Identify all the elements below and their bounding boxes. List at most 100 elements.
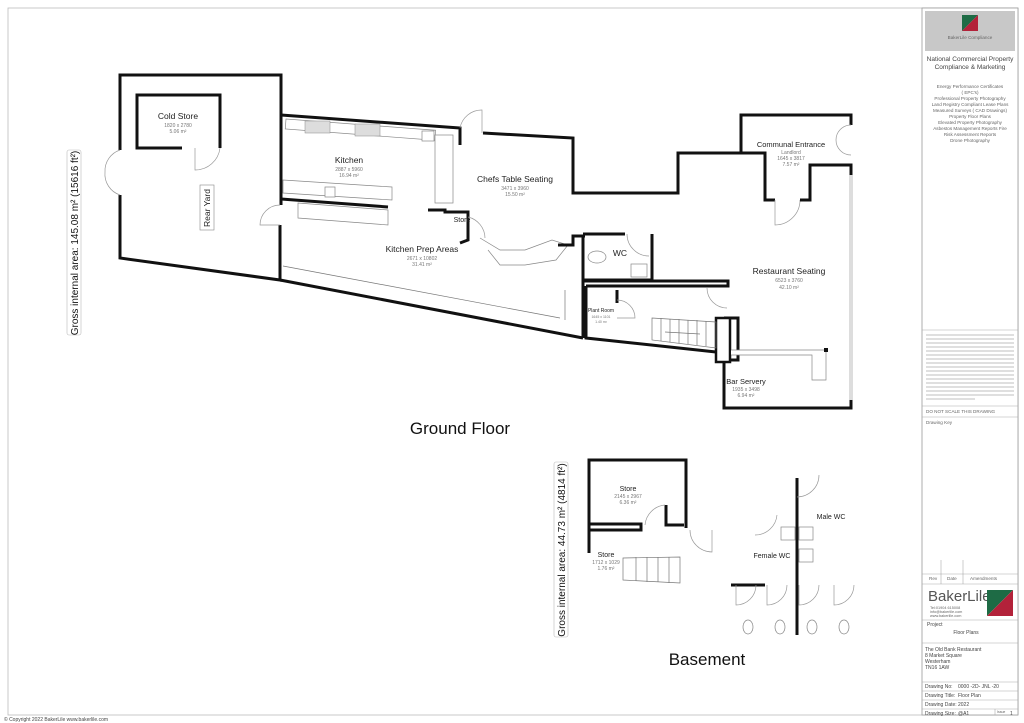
wall: [581, 279, 730, 338]
gross-area-box: [66, 149, 82, 336]
door-swing: [774, 199, 801, 226]
drawing-no: 0000 -2D- JNL -20: [958, 684, 999, 690]
sink-icon: [421, 130, 435, 142]
room-dims: 1645 x 3817: [777, 156, 805, 162]
basin-icon: [798, 548, 814, 563]
drawing-size-label: Drawing Size:: [925, 711, 956, 717]
room-name: Rear Yard: [202, 189, 212, 227]
service-item: Risk Assessment Reports: [944, 132, 997, 137]
room-name: Restaurant Seating: [753, 266, 826, 276]
logo-caption: BakerLile Compliance: [948, 35, 993, 40]
room-area: 6.36 m²: [620, 500, 637, 506]
wall: [584, 286, 717, 354]
floor-title: Ground Floor: [410, 419, 510, 438]
wall: [280, 113, 462, 145]
service-item: Land Registry Compliant Lease Plans: [932, 102, 1010, 107]
basin-icon: [798, 526, 814, 541]
project-value: Floor Plans: [953, 630, 979, 636]
room-name: WC: [613, 248, 627, 258]
room-name: Kitchen: [335, 155, 364, 165]
contact-phone: Tel:01904 615008: [930, 606, 960, 610]
drawing-title: Floor Plan: [958, 693, 981, 699]
address-line: TN16 1AW: [925, 665, 950, 671]
basin-icon: [630, 263, 648, 278]
door-swing: [689, 529, 713, 553]
hob-icon: [354, 123, 381, 137]
column: [714, 316, 732, 364]
door-swing: [644, 504, 666, 526]
kitchen-counter: [297, 202, 389, 226]
sink-icon: [324, 186, 336, 198]
room-name: Chefs Table Seating: [477, 174, 553, 184]
drawing-date-label: Drawing Date:: [925, 702, 957, 708]
gross-area: Gross internal area: 145.08 m² (15616 ft…: [70, 151, 81, 336]
service-item: Drone Photography: [950, 138, 991, 143]
bar-counter: [479, 237, 569, 266]
wall: [587, 458, 688, 553]
floor-title: Basement: [669, 650, 746, 669]
room-note: Landlord: [781, 150, 801, 156]
wall: [118, 73, 283, 205]
door-swing: [459, 109, 483, 133]
drawing-size: @A1: [958, 711, 969, 717]
contact-email: info@bakerlile.com: [930, 610, 962, 614]
door-swing: [754, 514, 778, 536]
service-item: Professional Property Photography: [934, 96, 1006, 101]
toilet-icon: [774, 619, 786, 635]
wall: [482, 131, 775, 202]
rear-yard-label-box: [199, 184, 215, 231]
wall: [279, 278, 584, 340]
service-item: Measured Surveys ( CAD Drawings): [933, 108, 1008, 113]
room-name: Female WC: [754, 553, 791, 560]
cold-store-wall: [135, 93, 222, 150]
rev-header: Rev: [929, 576, 938, 581]
bakerlile-logo-icon: [962, 15, 978, 31]
room-name: Store: [620, 486, 637, 493]
room-area: 5.06 m²: [170, 129, 187, 135]
drawing-title-label: Drawing Title:: [925, 693, 955, 699]
door-swing: [104, 149, 121, 196]
address-line: Westerham: [925, 659, 950, 665]
ground-floor-plan: Cold Store 1820 x 2780 5.06 m² Rear Yard…: [66, 73, 853, 438]
door-swing: [798, 584, 820, 606]
service-item: ( EPC's): [962, 90, 979, 95]
room-area: 6.94 m²: [738, 393, 755, 399]
service-item: Property Floor Plans: [949, 114, 992, 119]
hob-icon: [304, 120, 331, 134]
room-name: Communal Entrance: [757, 140, 825, 149]
gross-area: Gross internal area: 44.73 m² (4814 ft²): [557, 463, 568, 636]
toilet-icon: [587, 250, 607, 264]
services-list: Energy Performance Certificates ( EPC's)…: [932, 84, 1010, 143]
copyright: © Copyright 2022 BakerLile www.bakerlile…: [4, 716, 108, 723]
wall: [664, 505, 684, 527]
issue-number: 1: [1010, 711, 1013, 717]
date-header: Date: [947, 576, 957, 581]
room-name: Plant Room: [588, 308, 614, 314]
door-swing: [259, 204, 281, 226]
room-area: 1.76 m²: [598, 566, 615, 572]
room-name: Store: [454, 217, 471, 224]
amendments-header: Amendments: [970, 576, 998, 581]
stairs: [622, 556, 681, 584]
door-swing: [616, 299, 636, 319]
door-swing: [706, 287, 728, 309]
toilet-icon: [742, 619, 754, 635]
toilet-icon: [806, 619, 818, 635]
door-swing: [833, 584, 855, 606]
room-name: Kitchen Prep Areas: [386, 244, 459, 254]
drawing-no-label: Drawing No:: [925, 684, 953, 690]
wall: [589, 522, 643, 532]
door-swing: [735, 584, 757, 606]
scale-note: DO NOT SCALE THIS DRAWING: [926, 409, 996, 414]
bakerlile-badge-icon: [987, 590, 1013, 616]
counter-line: [282, 265, 561, 319]
kitchen-counter: [282, 179, 393, 201]
store-wall: [428, 208, 470, 245]
wall: [280, 197, 389, 209]
address-line: The Old Bank Restaurant: [925, 647, 982, 653]
room-dims: 2887 x 5960: [335, 167, 363, 173]
tagline-wrapper: National Commercial Property Compliance …: [927, 56, 1014, 71]
contact-website: www.bakerlile.com: [930, 614, 961, 618]
room-dims: 3471 x 3960: [501, 186, 529, 192]
